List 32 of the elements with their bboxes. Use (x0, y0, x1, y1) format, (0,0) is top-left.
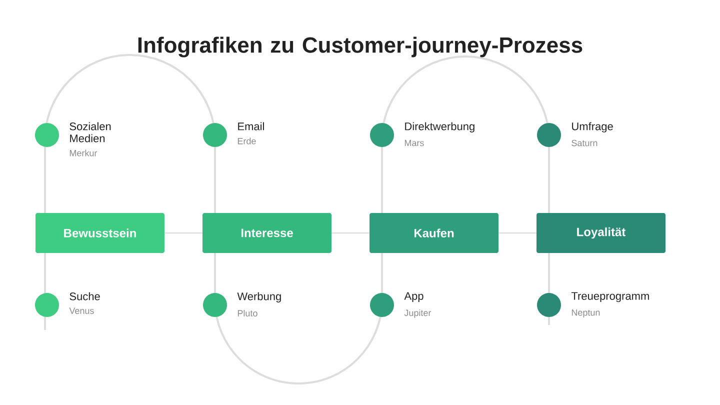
title: Infografiken zu Customer-journey-Prozess (138, 36, 582, 58)
item-subtitle: Merkur (70, 150, 98, 156)
dot (35, 123, 59, 147)
item-subtitle: Pluto (238, 310, 258, 316)
dot (203, 123, 227, 147)
dot (203, 293, 227, 317)
stage-box: Loyalität (536, 213, 666, 253)
item-subtitle: Neptun (572, 309, 600, 318)
item-subtitle: Saturn (572, 140, 598, 146)
item-title: Sozialen Medien (70, 122, 111, 142)
item-title: Werbung (237, 292, 281, 302)
item-subtitle: Mars (404, 140, 424, 146)
item-title: Direktwerbung (405, 122, 474, 132)
item-subtitle: Venus (69, 308, 94, 314)
dot (537, 293, 561, 317)
stage-box: Kaufen (370, 213, 498, 253)
stage-box: Bewusstsein (36, 213, 164, 253)
item-title: Treueprogramm (571, 292, 649, 302)
connector-line (498, 232, 536, 234)
item-title: Umfrage (572, 122, 613, 132)
connector-line (164, 232, 202, 234)
dot (35, 293, 59, 317)
stage-box: Interesse (202, 213, 332, 253)
connector-line (332, 232, 370, 234)
item-subtitle: Jupiter (404, 309, 432, 318)
dot (370, 293, 394, 317)
item-title: App (404, 292, 424, 302)
item-title: Suche (70, 292, 100, 300)
dot (370, 123, 394, 147)
item-subtitle: Erde (238, 138, 256, 144)
dot (537, 123, 561, 147)
item-title: Email (238, 122, 264, 130)
